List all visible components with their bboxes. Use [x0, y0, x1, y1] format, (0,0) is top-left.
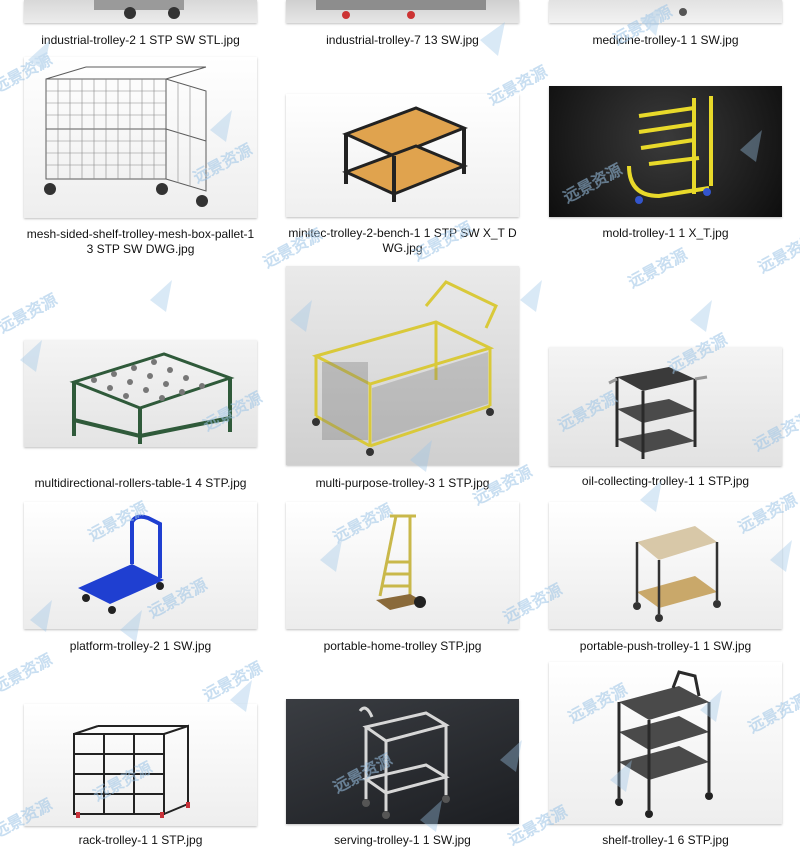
file-name: shelf-trolley-1 6 STP.jpg [602, 833, 729, 847]
rollers-table-thumbnail [24, 340, 257, 447]
rack-trolley-thumbnail [24, 704, 257, 826]
file-name: oil-collecting-trolley-1 1 STP.jpg [581, 474, 750, 488]
push-trolley-thumbnail [549, 502, 782, 629]
file-tile-shelf-trolley[interactable]: shelf-trolley-1 6 STP.jpg [549, 662, 782, 853]
file-name: medicine-trolley-1 1 SW.jpg [592, 33, 739, 47]
serving-trolley-thumbnail [286, 699, 519, 824]
file-tile-multi-purpose-trolley[interactable]: multi-purpose-trolley-3 1 STP.jpg [286, 266, 519, 492]
file-name: portable-push-trolley-1 1 SW.jpg [579, 639, 752, 653]
file-tile-rack-trolley[interactable]: rack-trolley-1 1 STP.jpg [24, 704, 257, 853]
file-tile-medicine-trolley[interactable]: medicine-trolley-1 1 SW.jpg [549, 0, 782, 52]
file-name: industrial-trolley-2 1 STP SW STL.jpg [41, 33, 240, 47]
multi-purpose-trolley-thumbnail [286, 266, 519, 465]
bench-trolley-thumbnail [286, 94, 519, 217]
file-name: serving-trolley-1 1 SW.jpg [334, 833, 471, 847]
file-tile-mold-trolley[interactable]: mold-trolley-1 1 X_T.jpg [549, 86, 782, 262]
file-tile-industrial-trolley-7[interactable]: industrial-trolley-7 13 SW.jpg [286, 0, 519, 52]
mold-trolley-thumbnail [549, 86, 782, 217]
industrial-trolley-2-thumbnail [24, 0, 257, 23]
medicine-trolley-thumbnail [549, 0, 782, 23]
file-name: mold-trolley-1 1 X_T.jpg [602, 226, 729, 240]
file-name: portable-home-trolley STP.jpg [323, 639, 482, 653]
watermark-text: 远景资源 [199, 657, 266, 705]
file-tile-industrial-trolley-2[interactable]: industrial-trolley-2 1 STP SW STL.jpg [24, 0, 257, 52]
file-name: minitec-trolley-2-bench-1 1 STP SW X_T D… [288, 226, 517, 255]
file-name: multidirectional-rollers-table-1 4 STP.j… [34, 476, 247, 490]
shelf-trolley-thumbnail [549, 662, 782, 824]
file-tile-push-trolley[interactable]: portable-push-trolley-1 1 SW.jpg [549, 502, 782, 656]
platform-trolley-thumbnail [24, 502, 257, 629]
file-name: rack-trolley-1 1 STP.jpg [78, 833, 203, 847]
watermark-text: 远景资源 [0, 289, 61, 337]
file-tile-bench-trolley[interactable]: minitec-trolley-2-bench-1 1 STP SW X_T D… [286, 94, 519, 262]
file-tile-rollers-table[interactable]: multidirectional-rollers-table-1 4 STP.j… [24, 340, 257, 492]
mesh-box-pallet-thumbnail [24, 57, 257, 218]
file-tile-hand-truck[interactable]: portable-home-trolley STP.jpg [286, 502, 519, 656]
file-name: industrial-trolley-7 13 SW.jpg [326, 33, 479, 47]
file-tile-serving-trolley[interactable]: serving-trolley-1 1 SW.jpg [286, 699, 519, 853]
file-name: platform-trolley-2 1 SW.jpg [69, 639, 212, 653]
file-name: mesh-sided-shelf-trolley-mesh-box-pallet… [26, 227, 255, 256]
file-tile-mesh-box-pallet[interactable]: mesh-sided-shelf-trolley-mesh-box-pallet… [24, 57, 257, 262]
file-tile-platform-trolley[interactable]: platform-trolley-2 1 SW.jpg [24, 502, 257, 656]
industrial-trolley-7-thumbnail [286, 0, 519, 23]
file-name: multi-purpose-trolley-3 1 STP.jpg [315, 476, 490, 490]
oil-collecting-trolley-thumbnail [549, 347, 782, 466]
file-tile-oil-collecting-trolley[interactable]: oil-collecting-trolley-1 1 STP.jpg [549, 347, 782, 492]
hand-truck-thumbnail [286, 502, 519, 629]
